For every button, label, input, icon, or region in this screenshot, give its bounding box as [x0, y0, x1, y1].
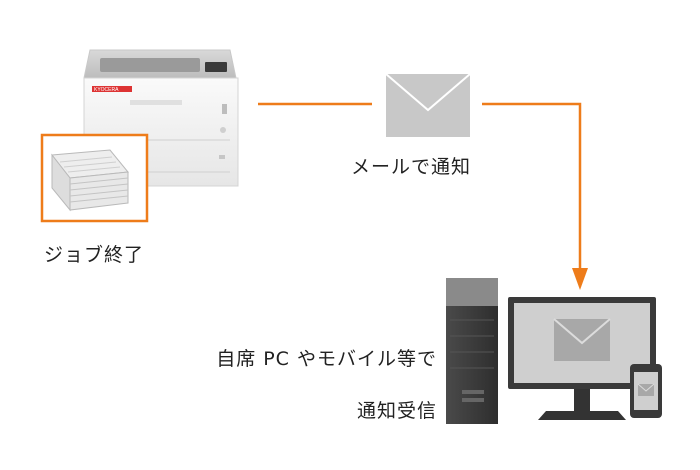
smartphone-icon: [630, 364, 662, 418]
receive-label-line1: 自席 PC やモバイル等で: [216, 348, 437, 370]
connector-line: [482, 102, 582, 270]
desktop-tower-icon: [446, 278, 498, 424]
mail-notify-label: メールで通知: [351, 156, 472, 178]
monitor-icon: [508, 297, 656, 420]
receive-label-line2: 通知受信: [356, 400, 437, 422]
job-end-label: ジョブ終了: [44, 244, 145, 266]
arrow-down-icon: [572, 268, 588, 290]
envelope-icon: [385, 73, 471, 137]
printer-brand-text: KYOCERA: [94, 87, 119, 93]
printer-brand-logo: [92, 86, 132, 92]
paper-stack-icon: [51, 149, 129, 212]
